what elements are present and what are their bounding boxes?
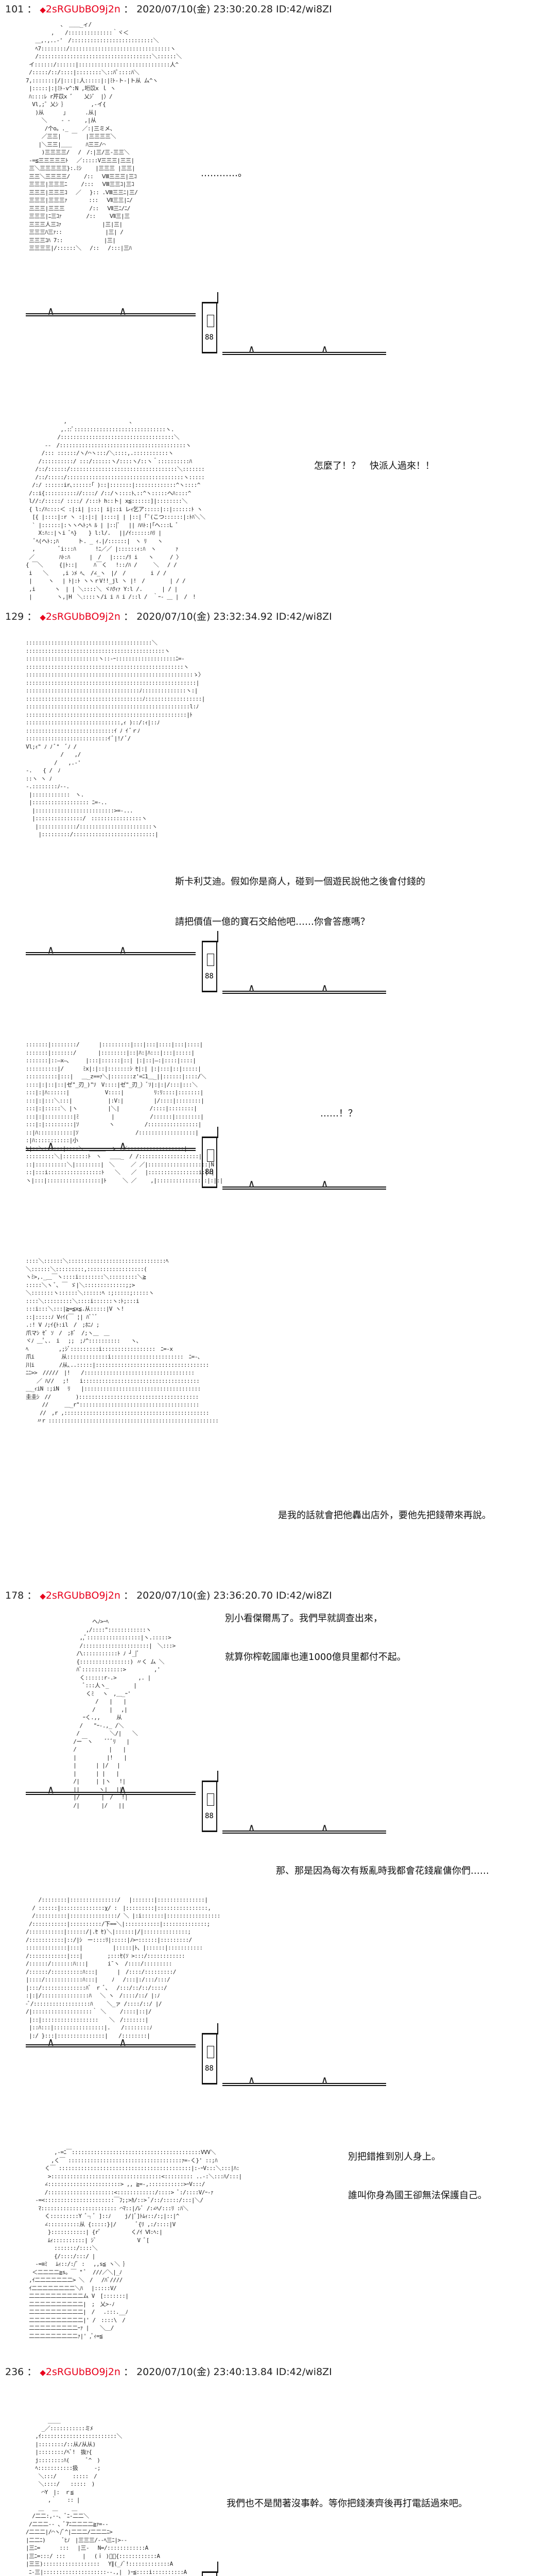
spark-icon: ∧ (119, 944, 127, 957)
spark-icon: ∧ (119, 305, 127, 318)
spark-icon: ∧ (248, 982, 255, 995)
scene-divider: ∧ ∧ 88 ∧ ∧ (26, 2023, 386, 2087)
phone-booth-icon: 88 (202, 1127, 218, 1188)
separator: ： (27, 1590, 37, 1601)
phone-booth-icon: 88 (202, 931, 218, 992)
spark-icon: ∧ (321, 343, 328, 356)
dialog-line: …………。 (201, 168, 247, 179)
dialog-line: 誰叫你身為國王卻無法保護自己。 (348, 2190, 487, 2201)
scene-divider: ∧ ∧ 88 ∧ ∧ (26, 1127, 386, 1191)
post-header: 178 ： ◆2sRGUbBO9j2n ： 2020/07/10(金) 23:3… (5, 1589, 332, 1602)
phone-booth-icon: 88 (202, 292, 218, 353)
poster-trip: 2sRGUbBO9j2n (45, 4, 120, 15)
ascii-art: :::::::|::::::::/ |:::::::::|:::|:::|:::… (26, 1041, 223, 1184)
scene-divider: ∧ ∧ 88 ∧ ∧ (26, 1771, 386, 1835)
trip-diamond-icon: ◆ (40, 2368, 46, 2377)
post-number[interactable]: 101 (5, 4, 24, 15)
spark-icon: ∧ (47, 1140, 55, 1153)
post-header: 236 ： ◆2sRGUbBO9j2n ： 2020/07/10(金) 23:4… (5, 2366, 332, 2379)
separator: ： (124, 611, 134, 622)
phone-booth-icon: 88 (202, 1771, 218, 1832)
spark-icon: ∧ (47, 2036, 55, 2049)
spark-icon: ∧ (248, 1178, 255, 1191)
post-number[interactable]: 178 (5, 1590, 24, 1601)
trip-diamond-icon: ◆ (40, 613, 46, 622)
separator: ： (124, 4, 134, 15)
dialog-line: ……！？ (320, 1108, 357, 1119)
poster-trip: 2sRGUbBO9j2n (45, 1590, 120, 1601)
ascii-art: ヘﾉ>ｰﾍ ,/::::"::::::::::::ヽ ,,ﾞ::::::::::… (73, 1618, 176, 1809)
spark-icon: ∧ (119, 2036, 127, 2049)
spark-icon: ∧ (248, 1822, 255, 1835)
post-datetime: 2020/07/10(金) 23:32:34.92 ID:42/wi8ZI (136, 611, 332, 622)
phone-booth-icon: 88 (202, 2023, 218, 2084)
dialog-line: 是我的話就會把他轟出店外，要他先把錢帶來再說。 (278, 1510, 491, 1521)
post-number[interactable]: 129 (5, 611, 24, 622)
spark-icon: ∧ (47, 1784, 55, 1797)
dialog-line: 別小看傑爾馬了。我們早就調查出來， (225, 1613, 383, 1624)
dialog-line: 怎麼了！？ 快派人過來！！ (314, 461, 435, 471)
poster-trip: 2sRGUbBO9j2n (45, 611, 120, 622)
spark-icon: ∧ (321, 982, 328, 995)
spark-icon: ∧ (119, 2575, 126, 2576)
spark-icon: ∧ (321, 1178, 328, 1191)
spark-icon: ∧ (47, 944, 55, 957)
spark-icon: ∧ (119, 1784, 127, 1797)
dialog-line: 那、那是因為每次有叛亂時我都會花錢雇傭你們…… (276, 1866, 489, 1876)
ascii-art: ,-=ﾆ￣:::::::::::::::::::::::::::::::::::… (29, 2149, 242, 2340)
separator: ： (27, 4, 37, 15)
spark-icon: ∧ (321, 1822, 328, 1835)
ascii-art: ____ _／:::::::::::ミﾒ ,ｲ:::::::::::::::::… (26, 2417, 187, 2575)
spark-icon: ∧ (47, 2575, 54, 2576)
spark-icon: ∧ (119, 1140, 127, 1153)
post-datetime: 2020/07/10(金) 23:30:20.28 ID:42/wi8ZI (136, 4, 332, 15)
spark-icon: ∧ (47, 305, 55, 318)
post-datetime: 2020/07/10(金) 23:36:20.70 ID:42/wi8ZI (136, 1590, 332, 1601)
ascii-art: ::::＼::::::＼::::::::::::::::::::::::::::… (26, 1258, 219, 1424)
post-datetime: 2020/07/10(金) 23:40:13.84 ID:42/wi8ZI (136, 2366, 332, 2378)
trip-diamond-icon: ◆ (40, 1591, 46, 1601)
scene-divider: ∧ ∧ 88 ∧ ∧ (26, 292, 386, 356)
post-number[interactable]: 236 (5, 2366, 24, 2378)
dialog-line: 就算你榨乾國庫也連1000億貝里都付不起。 (225, 1652, 406, 1663)
ascii-art: ::::::::::::::::::::::::::::::::::::::::… (26, 639, 205, 838)
spark-icon: ∧ (248, 2074, 255, 2087)
post-header: 129 ： ◆2sRGUbBO9j2n ： 2020/07/10(金) 23:3… (5, 611, 332, 623)
trip-diamond-icon: ◆ (40, 5, 46, 14)
ascii-art: 、 ＿＿_ィ/ , /::::::::::::::｀ヾ＜ ＿,.,..-' /:… (26, 21, 182, 251)
post-header: 101 ： ◆2sRGUbBO9j2n ： 2020/07/10(金) 23:3… (5, 3, 332, 16)
dialog-line: 請把價值一億的寶石交給他吧……你會答應嗎？ (175, 917, 370, 927)
separator: ： (27, 2366, 37, 2378)
spark-icon: ∧ (248, 343, 255, 356)
dialog-line: 別把錯推到別人身上。 (348, 2151, 441, 2162)
separator: ： (124, 2366, 134, 2378)
spark-icon: ∧ (321, 2074, 328, 2087)
separator: ： (27, 611, 37, 622)
dialog-line: 我們也不是閒著沒事幹。等你把錢湊齊後再打電話過來吧。 (227, 2498, 467, 2509)
dialog-line: 斯卡利艾迪。假如你是商人，碰到一個遊民說他之後會付錢的 (175, 876, 425, 887)
ascii-art: , 、 ,.::ﾞ:::::::::::::::::::::::::::::ヽ.… (26, 418, 205, 600)
poster-trip: 2sRGUbBO9j2n (45, 2366, 120, 2378)
scene-divider: ∧ ∧ 88 ∧ ∧ (26, 931, 386, 995)
ascii-art: /::::::::|:::::::::::::::/ |:::::::|::::… (26, 1896, 220, 2039)
separator: ： (124, 1590, 134, 1601)
phone-booth-icon: 88 (202, 2562, 218, 2576)
